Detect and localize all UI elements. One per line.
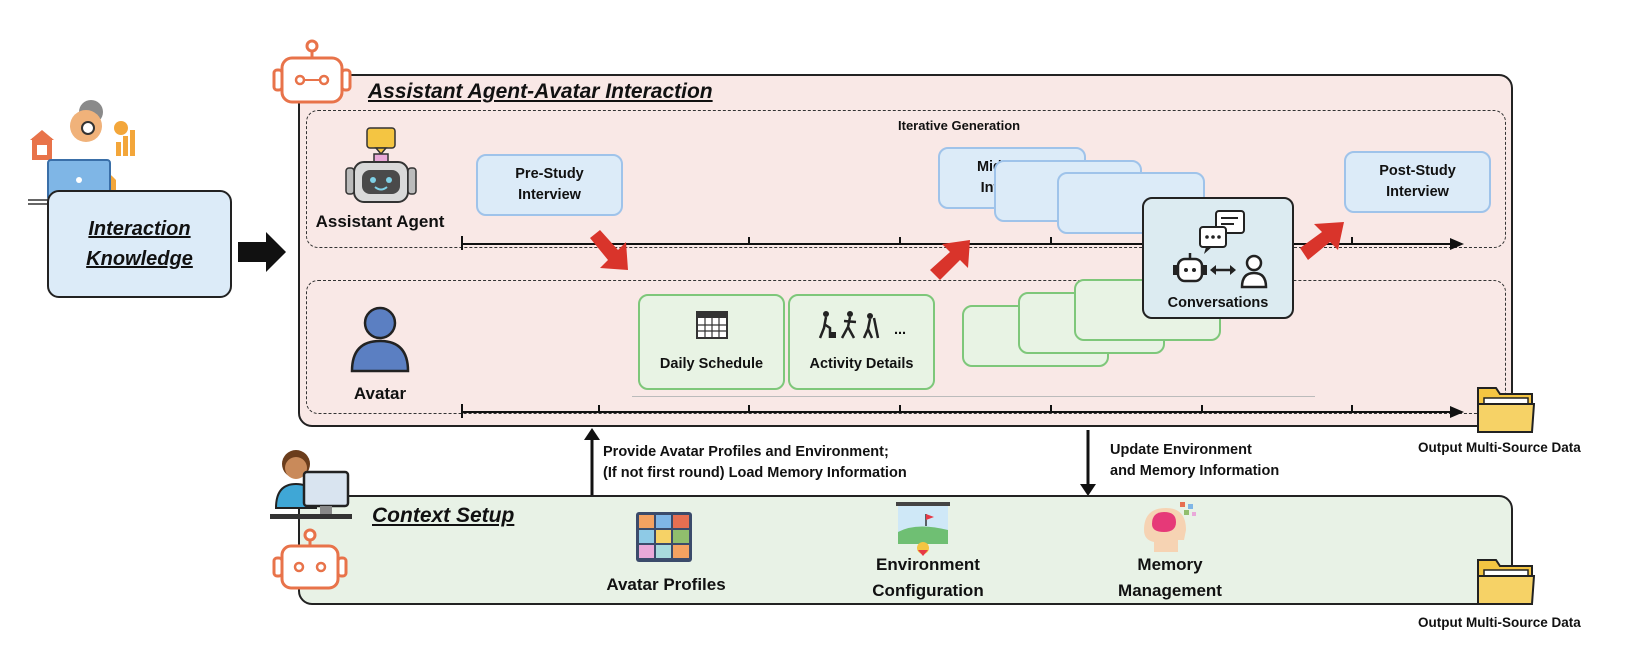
daily-schedule-box: Daily Schedule	[638, 294, 785, 390]
provide-text: Provide Avatar Profiles and Environment;…	[603, 442, 907, 484]
avatar-lane	[306, 280, 1506, 414]
mem-line2: Management	[1118, 581, 1222, 600]
red-arrow-up-icon	[930, 240, 970, 280]
knowledge-arrow-icon	[238, 232, 286, 272]
environment-icon	[896, 502, 950, 556]
developer-icon	[268, 446, 354, 522]
robot-icon	[272, 38, 354, 108]
pre-study-line2: Interview	[518, 187, 581, 203]
knowledge-line1: Interaction	[88, 218, 191, 240]
update-line1: Update Environment	[1110, 442, 1252, 458]
conversations-box: Conversations	[1142, 197, 1294, 319]
daily-schedule-label: Daily Schedule	[659, 356, 764, 372]
pre-study-interview-box: Pre-Study Interview	[476, 154, 623, 216]
avatar-person-icon	[348, 305, 412, 375]
divider-line	[632, 396, 1315, 397]
chat-bubbles-icon	[1199, 210, 1245, 254]
update-arrow-icon	[1080, 430, 1096, 496]
mem-line1: Memory	[1137, 555, 1203, 574]
knowledge-line2: Knowledge	[86, 248, 193, 270]
post-study-line1: Post-Study	[1379, 163, 1456, 179]
pre-study-line1: Pre-Study	[515, 166, 584, 182]
interaction-knowledge-box: Interaction Knowledge	[47, 190, 232, 298]
post-study-line2: Interview	[1386, 184, 1449, 200]
env-line1: Environment	[876, 555, 980, 574]
output-label-bottom: Output Multi-Source Data	[1418, 615, 1581, 630]
memory-brain-icon	[1140, 500, 1198, 556]
update-text: Update Environment and Memory Informatio…	[1110, 440, 1279, 482]
context-setup-title: Context Setup	[372, 504, 515, 527]
provide-arrow-icon	[584, 428, 600, 496]
avatar-profiles-label: Avatar Profiles	[606, 575, 726, 594]
agent-avatar-exchange-icon	[1173, 253, 1268, 289]
context-robot-icon	[272, 528, 350, 592]
red-arrow-post-icon	[1300, 222, 1344, 260]
activity-details-label: Activity Details	[809, 356, 914, 372]
avatar-profiles-icon	[636, 512, 692, 562]
activity-ellipsis: ...	[894, 322, 907, 338]
provide-line1: Provide Avatar Profiles and Environment;	[603, 444, 889, 460]
conversations-label: Conversations	[1167, 295, 1269, 311]
activities-icon	[818, 311, 880, 339]
avatar-timeline	[461, 404, 1464, 418]
folder-icon-top	[1476, 380, 1536, 434]
assistant-lane	[306, 110, 1506, 248]
provide-line2: (If not first round) Load Memory Informa…	[603, 465, 907, 481]
output-label-top: Output Multi-Source Data	[1418, 440, 1581, 455]
memory-management-label: Memory Management	[1090, 552, 1250, 604]
assistant-agent-label: Assistant Agent	[315, 212, 445, 231]
red-arrow-down-icon	[590, 230, 628, 270]
update-line2: and Memory Information	[1110, 463, 1280, 479]
env-line2: Configuration	[872, 581, 984, 600]
interaction-panel-title: Assistant Agent-Avatar Interaction	[368, 80, 713, 103]
assistant-agent-icon	[344, 126, 418, 206]
context-setup-panel	[298, 495, 1513, 605]
environment-configuration-label: Environment Configuration	[848, 552, 1008, 604]
folder-icon-bottom	[1476, 552, 1536, 606]
avatar-label: Avatar	[353, 384, 407, 403]
activity-details-box: ... Activity Details	[788, 294, 935, 390]
post-study-interview-box: Post-Study Interview	[1344, 151, 1491, 213]
calendar-icon	[696, 311, 728, 339]
iterative-generation-label: Iterative Generation	[898, 118, 1021, 133]
